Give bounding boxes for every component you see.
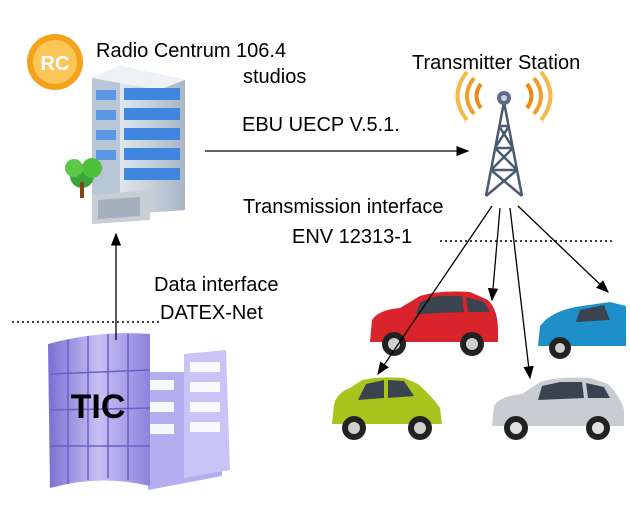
transmission-interface-label: Transmission interface — [243, 196, 444, 218]
tic-label: TIC — [71, 388, 126, 426]
transmitter-tower-icon — [455, 70, 553, 197]
arrow-to-car-lime — [377, 205, 493, 376]
arrow-to-car-silver — [509, 207, 534, 380]
studio-name-line2: studios — [243, 66, 307, 88]
car-blue — [538, 302, 626, 359]
radio-centrum-logo: RC — [27, 34, 83, 90]
transmitter-label: Transmitter Station — [412, 52, 581, 74]
transmission-standard-label: ENV 12313-1 — [292, 226, 413, 248]
car-silver — [492, 377, 624, 440]
arrow-to-car-blue — [517, 205, 609, 293]
tic-building-icon: TIC — [48, 330, 230, 490]
protocol-label: EBU UECP V.5.1. — [242, 114, 400, 136]
studio-building-icon — [65, 66, 185, 224]
studio-name-line1: Radio Centrum 106.4 — [96, 40, 287, 62]
data-network-label: DATEX-Net — [160, 302, 263, 324]
arrow-to-car-red — [487, 207, 501, 302]
car-red — [370, 291, 498, 356]
data-interface-label: Data interface — [154, 274, 279, 296]
car-lime — [332, 377, 442, 440]
logo-text: RC — [41, 53, 70, 75]
